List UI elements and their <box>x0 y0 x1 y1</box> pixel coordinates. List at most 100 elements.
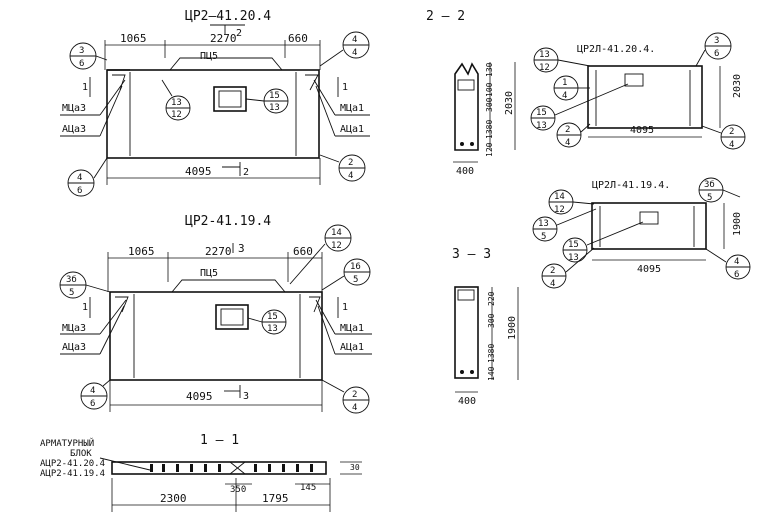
h-1380: 1380 <box>487 344 496 363</box>
svg-text:12: 12 <box>171 110 182 120</box>
length-dim: 4095 <box>637 264 661 275</box>
view-title: ЦР2-41.19.4 <box>185 214 271 229</box>
callout-bubble: 14 12 <box>289 224 352 285</box>
dim-30: 30 <box>350 463 360 472</box>
callout-bubble: 15 13 <box>530 83 629 131</box>
svg-text:4: 4 <box>77 173 82 183</box>
opening-label: ПЦ5 <box>200 51 218 62</box>
h-100: 100 <box>485 82 494 97</box>
dim-660: 660 <box>293 245 313 258</box>
length-dim: 4095 <box>186 390 213 403</box>
dim-2270: 2270 <box>205 245 232 258</box>
callout-bubble: 4 6 <box>705 248 751 280</box>
svg-text:2: 2 <box>565 125 570 135</box>
svg-text:4: 4 <box>550 279 555 289</box>
svg-text:13: 13 <box>269 103 280 113</box>
svg-text:3б: 3б <box>66 274 77 285</box>
svg-text:4: 4 <box>90 386 95 396</box>
height-right: 1900 <box>732 212 743 236</box>
svg-text:13: 13 <box>171 98 182 108</box>
mark-mca1: МЦа1 <box>340 103 364 114</box>
h-1900: 1900 <box>507 316 518 340</box>
callout-bubble: 4 6 <box>80 379 111 410</box>
svg-text:14: 14 <box>331 228 342 238</box>
h-130: 130 <box>485 62 494 77</box>
mark-aca3: АЦа3 <box>62 124 86 135</box>
callout-bubble: 13 12 <box>161 79 191 121</box>
length-marker: 3 <box>243 391 249 402</box>
svg-text:2: 2 <box>352 390 357 400</box>
callout-bubble: 15 13 <box>562 221 644 263</box>
svg-text:16: 16 <box>350 262 361 272</box>
svg-text:2: 2 <box>729 127 734 137</box>
section-marker: 3 <box>238 242 245 255</box>
label-line: АЦР2-41.20.4 <box>40 459 105 469</box>
callout-bubble: 4 6 <box>67 157 108 197</box>
h-2030: 2030 <box>504 91 515 115</box>
dim-1795: 1795 <box>262 492 289 505</box>
mark-mca3: МЦа3 <box>62 103 86 114</box>
callout-bubble: 13 12 <box>533 47 591 73</box>
section-marker: 2 <box>236 28 242 39</box>
width-400: 400 <box>458 396 476 407</box>
svg-text:4: 4 <box>352 48 357 58</box>
svg-text:6: 6 <box>77 186 82 196</box>
svg-text:5: 5 <box>69 288 74 298</box>
dim-1065: 1065 <box>128 245 155 258</box>
callout-bubble: 15 13 <box>247 309 287 335</box>
svg-text:2: 2 <box>550 266 555 276</box>
svg-text:13: 13 <box>536 121 547 131</box>
dim-2270: 2270 <box>210 32 237 45</box>
svg-text:4: 4 <box>352 35 357 45</box>
callout-bubble: 3 6 <box>695 32 732 67</box>
callout-bubble: 2 4 <box>321 379 370 414</box>
opening-label: ПЦ5 <box>200 268 218 279</box>
svg-text:4: 4 <box>352 403 357 413</box>
callout-bubble: 3б 5 <box>698 177 741 203</box>
h-220: 220 <box>487 291 496 306</box>
svg-text:1: 1 <box>562 78 567 88</box>
svg-text:4: 4 <box>565 138 570 148</box>
callout-bubble: 3б 5 <box>59 271 111 299</box>
callout-bubble: 4 4 <box>319 31 370 67</box>
length-dim: 4095 <box>185 165 212 178</box>
callout-bubble: 15 13 <box>245 88 289 114</box>
svg-text:5: 5 <box>707 193 712 203</box>
label-line: АЦР2-41.19.4 <box>40 469 105 479</box>
svg-text:6: 6 <box>79 59 84 69</box>
svg-text:6: 6 <box>90 399 95 409</box>
callout-bubble: 2 4 <box>541 247 595 289</box>
section-1-mark-right: 1 <box>342 302 348 313</box>
dim-660: 660 <box>288 32 308 45</box>
svg-text:3: 3 <box>79 46 84 56</box>
callout-bubble: 2 4 <box>319 154 366 182</box>
svg-text:5: 5 <box>353 275 358 285</box>
view-title: 1 — 1 <box>200 433 239 448</box>
callout-bubble: 1 4 <box>553 75 590 101</box>
svg-text:13: 13 <box>568 253 579 263</box>
mark-mca3: МЦа3 <box>62 323 86 334</box>
mark-aca1: АЦа1 <box>340 342 364 353</box>
view-title: 3 — 3 <box>452 247 491 262</box>
dim-1065: 1065 <box>120 32 147 45</box>
callout-bubble: 14 12 <box>548 189 595 215</box>
section-3-3: 3 — 3 400 220 300 1380 140 1900 ЦР2Л-41.… <box>452 177 751 407</box>
section-1-mark-right: 1 <box>342 82 348 93</box>
h-140: 140 <box>487 366 496 381</box>
mark-mca1: МЦа1 <box>340 323 364 334</box>
svg-text:12: 12 <box>331 241 342 251</box>
width-400: 400 <box>456 166 474 177</box>
elevation-cr2-41-19-4: ЦР2-41.19.4 1065 2270 3 660 ПЦ5 4095 3 1… <box>59 214 372 414</box>
length-dim: 4095 <box>630 125 654 136</box>
svg-text:15: 15 <box>568 240 579 250</box>
height-right: 2030 <box>732 74 743 98</box>
svg-text:4: 4 <box>729 140 734 150</box>
callout-bubble: 16 5 <box>321 258 371 291</box>
svg-text:13: 13 <box>539 50 550 60</box>
svg-text:13: 13 <box>538 219 549 229</box>
callout-bubble: 3 6 <box>69 42 108 70</box>
dim-2300: 2300 <box>160 492 187 505</box>
svg-text:3: 3 <box>714 36 719 46</box>
section-1-mark-left: 1 <box>82 302 88 313</box>
label-line: БЛОК <box>70 449 92 459</box>
